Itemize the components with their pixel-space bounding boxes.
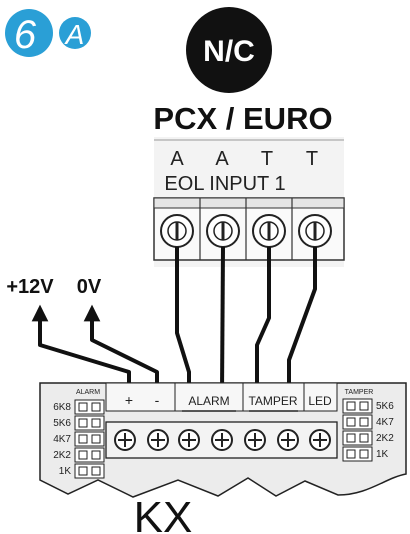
kx-screw-2 xyxy=(147,429,169,451)
kx-screw-5 xyxy=(244,429,266,451)
tamper-value-4: 1K xyxy=(376,449,389,460)
wires xyxy=(31,246,317,395)
kx-tamper-header: TAMPER xyxy=(345,389,374,396)
wire-positive xyxy=(31,304,131,392)
panel-screw-1 xyxy=(160,214,194,248)
badge-circle-letter xyxy=(59,17,91,49)
wire-zero xyxy=(83,304,159,392)
nc-label: N/C xyxy=(203,35,255,68)
power-positive-label: +12V xyxy=(6,276,54,298)
kx-label-minus: - xyxy=(155,392,160,408)
badge-letter: A xyxy=(64,19,85,50)
kx-module: + - ALARM TAMPER LED ALARM TAMPER 6K8 5K… xyxy=(39,382,407,498)
kx-label-strip xyxy=(105,382,338,412)
tamper-jumper-bank: 5K6 4K7 2K2 1K xyxy=(342,398,394,462)
kx-screw-6 xyxy=(277,429,299,451)
tamper-value-1: 5K6 xyxy=(376,401,394,412)
panel-terminal-1: A xyxy=(170,148,184,170)
panel-title: PCX / EURO xyxy=(153,101,332,136)
kx-label-led: LED xyxy=(308,394,332,408)
kx-screw-4 xyxy=(211,429,233,451)
alarm-value-5: 1K xyxy=(59,466,72,477)
alarm-value-1: 6K8 xyxy=(53,402,71,413)
kx-name: KX xyxy=(134,493,193,534)
wire-alarm-1 xyxy=(175,247,191,394)
kx-label-alarm: ALARM xyxy=(188,394,229,408)
panel-terminal-3: T xyxy=(261,148,273,170)
kx-screw-7 xyxy=(309,429,331,451)
wire-alarm-2 xyxy=(220,246,225,395)
panel-terminal-block xyxy=(153,197,345,261)
power-zero-label: 0V xyxy=(77,276,102,298)
nc-circle xyxy=(186,7,272,93)
kx-screw-1 xyxy=(114,429,136,451)
panel-screw-2 xyxy=(206,214,240,248)
panel-caption: EOL INPUT 1 xyxy=(164,173,285,195)
kx-label-plus: + xyxy=(125,392,133,408)
kx-label-tamper: TAMPER xyxy=(248,394,297,408)
tamper-value-2: 4K7 xyxy=(376,417,394,428)
alarm-value-3: 4K7 xyxy=(53,434,71,445)
panel-terminal-2: A xyxy=(215,148,229,170)
alarm-jumper-bank: 6K8 5K6 4K7 2K2 1K xyxy=(53,399,105,479)
alarm-value-2: 5K6 xyxy=(53,418,71,429)
badge-number: 6 xyxy=(14,13,37,57)
step-badge: 6 A xyxy=(5,9,91,57)
wire-tamper-1 xyxy=(255,247,271,394)
panel-screw-3 xyxy=(252,214,286,248)
kx-alarm-header: ALARM xyxy=(76,389,100,396)
alarm-value-4: 2K2 xyxy=(53,450,71,461)
tamper-value-3: 2K2 xyxy=(376,433,394,444)
panel-screw-4 xyxy=(298,214,332,248)
badge-circle-number xyxy=(5,9,53,57)
wire-tamper-2 xyxy=(287,247,317,394)
panel-terminal-4: T xyxy=(306,148,318,170)
kx-screw-3 xyxy=(178,429,200,451)
